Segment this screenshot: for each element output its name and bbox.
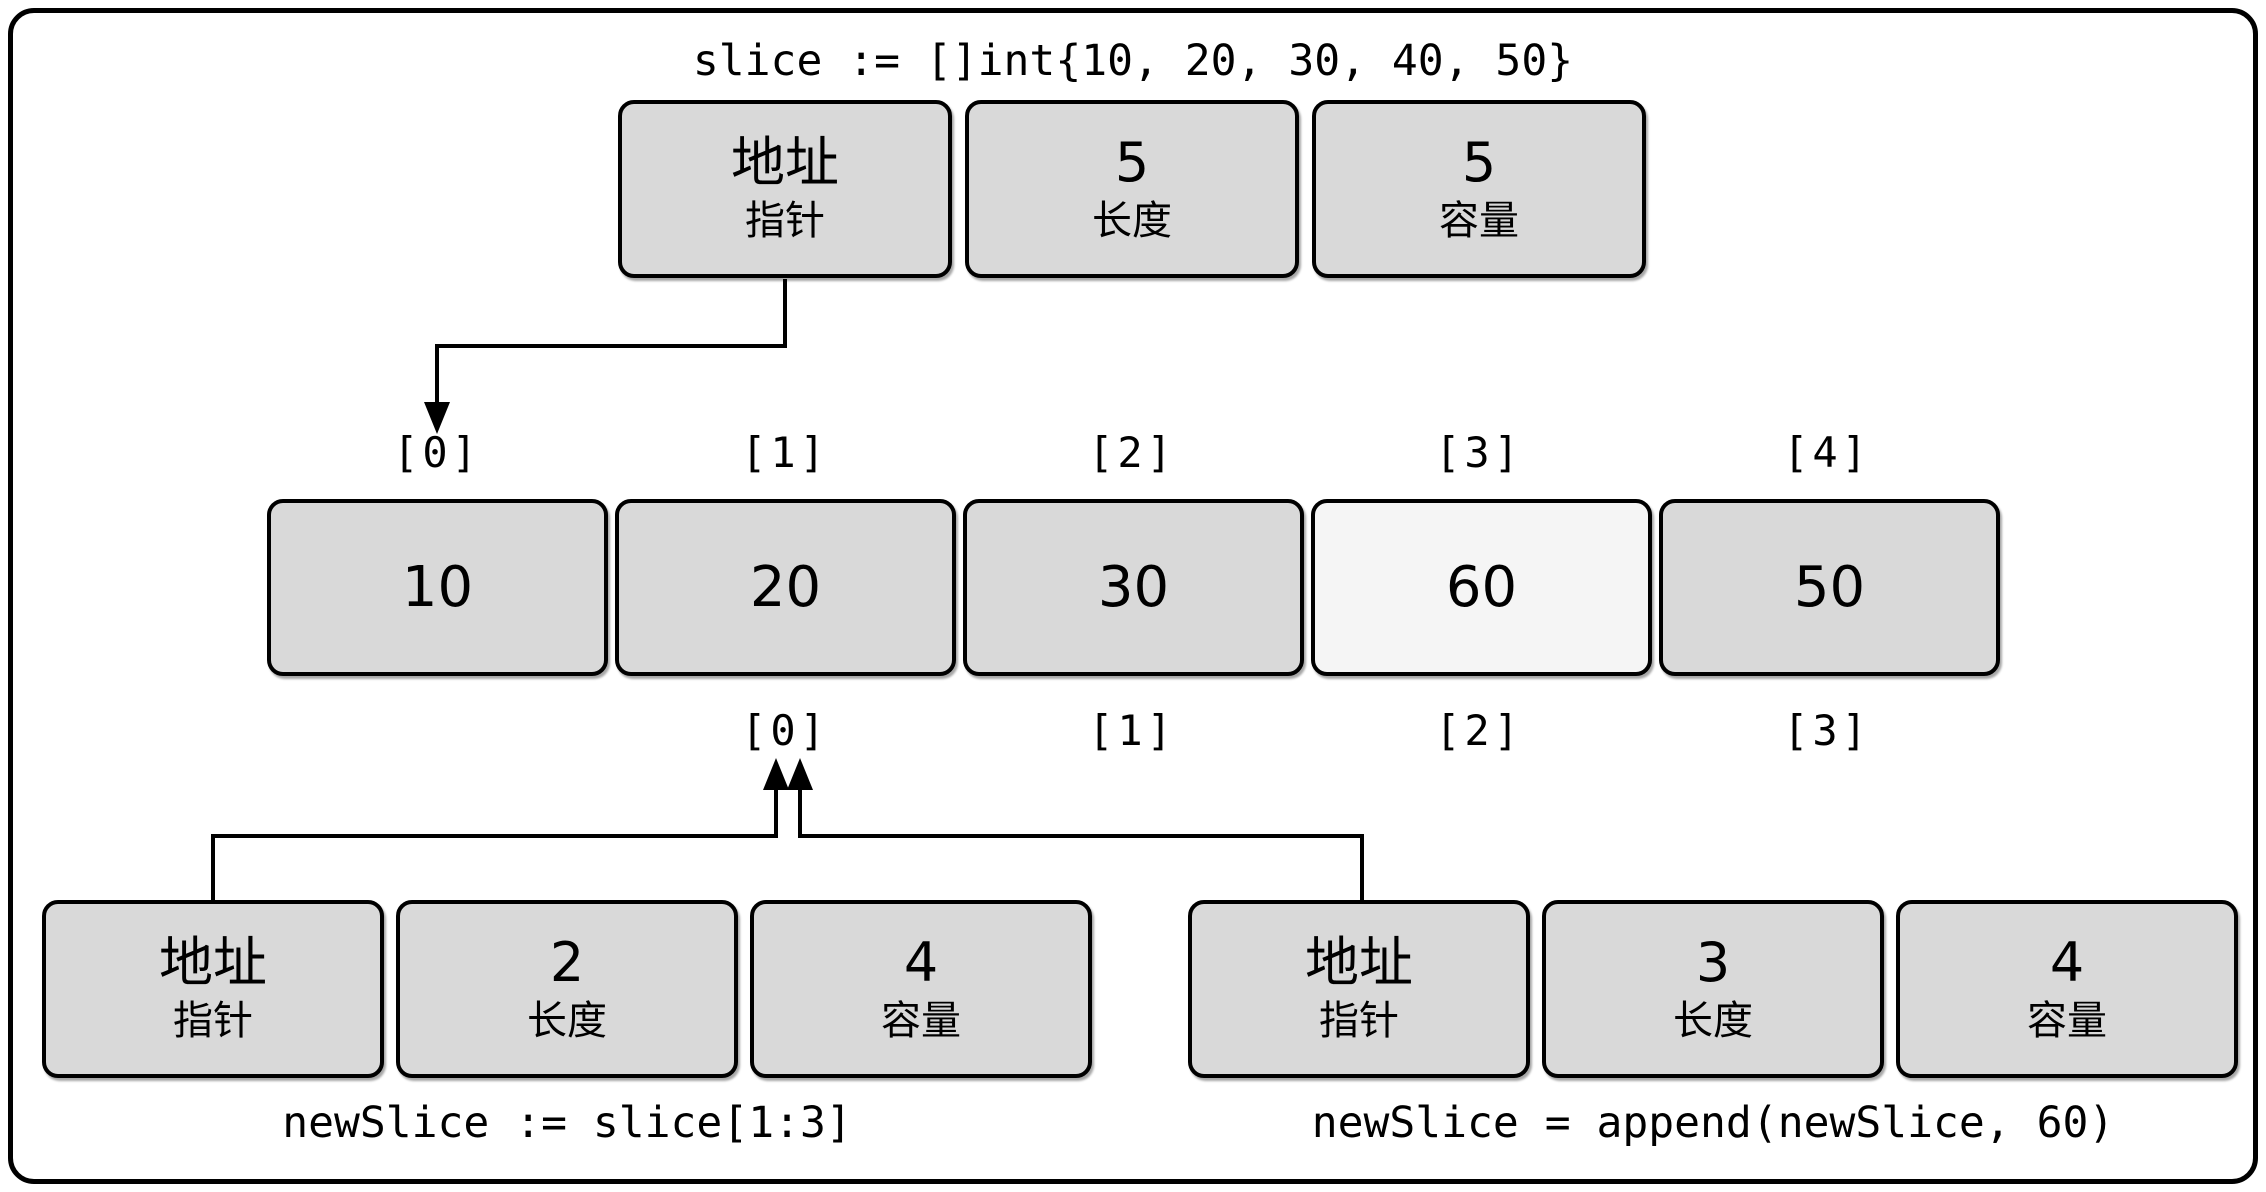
- new-slice-caption-code: newSlice := slice[1:3]: [282, 1098, 852, 1148]
- pointer-value: 地址: [159, 931, 267, 994]
- capacity-value: 5: [1461, 131, 1497, 194]
- array-cell-2: 30: [963, 499, 1304, 676]
- array-cell-value: 30: [1097, 555, 1170, 620]
- outer-frame: [8, 8, 2258, 1184]
- length-label: 长度: [1673, 998, 1753, 1044]
- array-cell-3-highlighted: 60: [1311, 499, 1652, 676]
- length-value: 5: [1114, 131, 1150, 194]
- capacity-label: 容量: [1439, 198, 1519, 244]
- array-cell-0: 10: [267, 499, 608, 676]
- array-cell-4: 50: [1659, 499, 2000, 676]
- array-index-bottom-3: [3]: [1783, 706, 1871, 755]
- slice-header-pointer-box: 地址 指针: [618, 100, 952, 278]
- length-value: 3: [1695, 931, 1731, 994]
- length-label: 长度: [527, 998, 607, 1044]
- array-cell-1: 20: [615, 499, 956, 676]
- array-index-top-3: [3]: [1435, 428, 1523, 477]
- array-index-top-2: [2]: [1088, 428, 1176, 477]
- slice-header-capacity-box: 5 容量: [1312, 100, 1646, 278]
- slice-header-length-box: 5 长度: [965, 100, 1299, 278]
- capacity-label: 容量: [881, 998, 961, 1044]
- length-label: 长度: [1092, 198, 1172, 244]
- array-index-top-4: [4]: [1783, 428, 1871, 477]
- array-cell-value: 20: [749, 555, 822, 620]
- length-value: 2: [549, 931, 585, 994]
- new-slice-pointer-box: 地址 指针: [42, 900, 384, 1078]
- pointer-value: 地址: [731, 131, 839, 194]
- pointer-label: 指针: [1319, 998, 1399, 1044]
- array-cell-value: 60: [1445, 555, 1518, 620]
- appended-slice-length-box: 3 长度: [1542, 900, 1884, 1078]
- array-index-top-1: [1]: [741, 428, 829, 477]
- appended-slice-caption-code: newSlice = append(newSlice, 60): [1311, 1098, 2115, 1148]
- appended-slice-pointer-box: 地址 指针: [1188, 900, 1530, 1078]
- array-index-bottom-0: [0]: [741, 706, 829, 755]
- array-index-bottom-2: [2]: [1435, 706, 1523, 755]
- slice-declaration-code: slice := []int{10, 20, 30, 40, 50}: [692, 36, 1574, 86]
- pointer-label: 指针: [745, 198, 825, 244]
- array-cell-value: 50: [1793, 555, 1866, 620]
- capacity-label: 容量: [2027, 998, 2107, 1044]
- new-slice-length-box: 2 长度: [396, 900, 738, 1078]
- pointer-label: 指针: [173, 998, 253, 1044]
- array-cell-value: 10: [401, 555, 474, 620]
- capacity-value: 4: [903, 931, 939, 994]
- capacity-value: 4: [2049, 931, 2085, 994]
- appended-slice-capacity-box: 4 容量: [1896, 900, 2238, 1078]
- new-slice-capacity-box: 4 容量: [750, 900, 1092, 1078]
- array-index-bottom-1: [1]: [1088, 706, 1176, 755]
- pointer-value: 地址: [1305, 931, 1413, 994]
- array-index-top-0: [0]: [393, 428, 481, 477]
